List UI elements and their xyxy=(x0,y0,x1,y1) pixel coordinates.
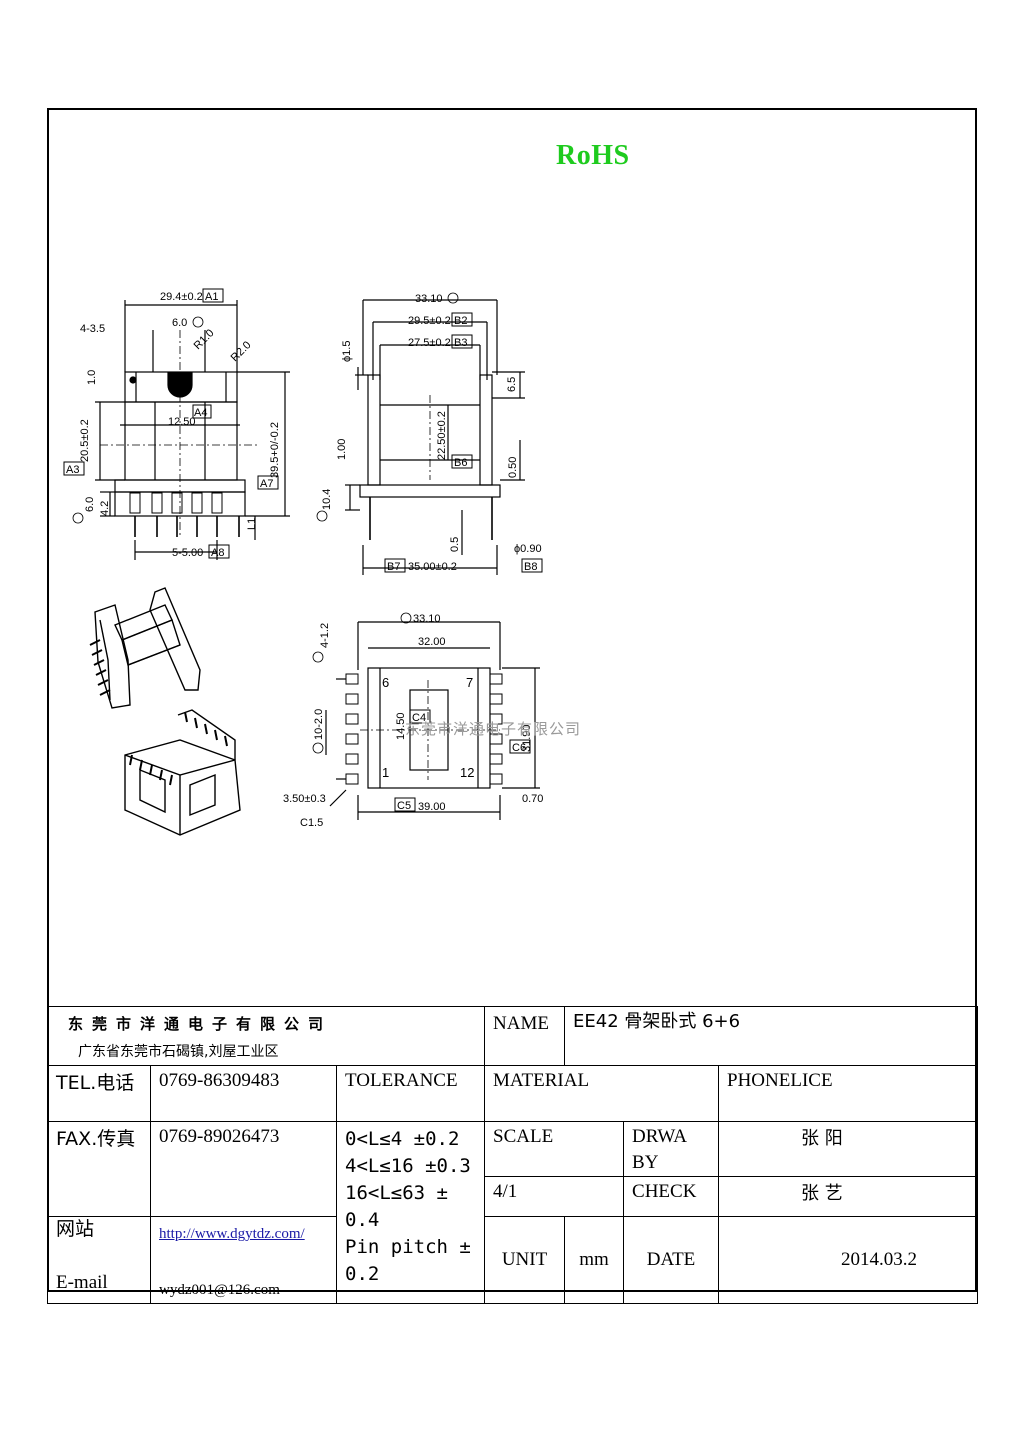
drawn-label: DRWA BY xyxy=(623,1121,720,1177)
unit-value: mm xyxy=(564,1216,625,1304)
front-view xyxy=(95,300,290,560)
check-label: CHECK xyxy=(623,1176,720,1217)
dim-c1-5: C1.5 xyxy=(300,817,323,829)
email-label: E-mail xyxy=(56,1272,108,1293)
tolerance-values: 0<L≤4 ±0.2 4<L≤16 ±0.3 16<L≤63 ± 0.4 Pin… xyxy=(335,1121,486,1304)
email-value: wydz001@126.com xyxy=(159,1282,280,1298)
dim-dia-0-90: ϕ0.90 xyxy=(514,543,542,555)
dim-12-50: 12.50 xyxy=(168,416,196,428)
dim-pin-hole: 4-3.5 xyxy=(80,323,105,335)
unit-label: UNIT xyxy=(484,1216,566,1304)
check-value: 张 艺 xyxy=(718,1176,979,1217)
datum-a8: A8 xyxy=(211,547,224,559)
company-address: 广东省东莞市石碣镇,刘屋工业区 xyxy=(78,1044,279,1060)
dim-10-4: 10.4 xyxy=(321,489,333,510)
dim-6-5: 6.5 xyxy=(506,377,518,392)
dim-0-5: 0.5 xyxy=(449,537,461,552)
dim-39-5: 39.5+0/-0.2 xyxy=(269,422,281,478)
dim-10-2-0: 10-2.0 xyxy=(313,709,325,740)
dim-0-70: 0.70 xyxy=(522,793,543,805)
company-name: 东莞市洋通电子有限公司 xyxy=(68,1015,333,1033)
datum-c5: C5 xyxy=(397,800,411,812)
dim-20-5: 20.5±0.2 xyxy=(79,419,91,462)
scale-label: SCALE xyxy=(484,1121,625,1177)
dim-l1: L1 xyxy=(246,518,258,530)
fax-label: FAX.传真 xyxy=(47,1121,151,1217)
web-label: 网站 xyxy=(56,1218,95,1240)
tel-value: 0769-86309483 xyxy=(150,1065,337,1122)
phonelice-label: PHONELICE xyxy=(718,1065,979,1122)
tol-line-1: 0<L≤4 ±0.2 xyxy=(345,1128,460,1150)
dim-27-5: 27.5±0.2 xyxy=(408,337,451,349)
material-label: MATERIAL xyxy=(484,1065,720,1122)
dim-r1: R1.0 xyxy=(192,327,217,352)
dim-4-2: 4.2 xyxy=(99,501,111,516)
dim-6-0: 6.0 xyxy=(84,497,96,512)
tel-label: TEL.电话 xyxy=(47,1065,151,1122)
rohs-label: RoHS xyxy=(556,140,630,171)
dim-4-1-2: 4-1.2 xyxy=(319,623,331,648)
datum-b6: B6 xyxy=(454,457,467,469)
pin-7: 7 xyxy=(466,675,473,690)
datum-b2: B2 xyxy=(454,315,467,327)
dim-14-50: 14.50 xyxy=(395,712,407,740)
datum-b7: B7 xyxy=(387,561,400,573)
tol-line-5: Pin pitch ± xyxy=(345,1236,471,1258)
pin-1: 1 xyxy=(382,765,389,780)
website-link[interactable]: http://www.dgytdz.com/ xyxy=(159,1226,305,1242)
tol-line-6: 0.2 xyxy=(345,1263,380,1285)
datum-a7: A7 xyxy=(260,478,273,490)
dim-1-00: 1.00 xyxy=(336,439,348,460)
dim-32-00: 32.00 xyxy=(418,636,446,648)
drawn-value: 张 阳 xyxy=(718,1121,979,1177)
fax-value: 0769-89026473 xyxy=(150,1121,337,1217)
tol-line-3: 16<L≤63 ± xyxy=(345,1182,448,1204)
dim-3-50: 3.50±0.3 xyxy=(283,793,326,805)
tol-line-2: 4<L≤16 ±0.3 xyxy=(345,1155,471,1177)
date-value: 2014.03.2 xyxy=(718,1216,979,1304)
web-email-values: http://www.dgytdz.com/ wydz001@126.com xyxy=(150,1216,337,1304)
pin-6: 6 xyxy=(382,675,389,690)
dim-slot: 6.0 xyxy=(172,317,187,329)
date-label: DATE xyxy=(623,1216,720,1304)
datum-a1: A1 xyxy=(205,291,218,303)
dim-22-50: 22.50±0.2 xyxy=(436,411,448,460)
dim-29-5: 29.5±0.2 xyxy=(408,315,451,327)
dim-pin-pitch: 5-5.00 xyxy=(172,547,203,559)
company-cell: 东莞市洋通电子有限公司 广东省东莞市石碣镇,刘屋工业区 xyxy=(46,1006,486,1066)
iso-view-bottom xyxy=(124,709,241,836)
pin-12: 12 xyxy=(460,765,474,780)
watermark-text: 东莞市洋通电子有限公司 xyxy=(405,720,582,738)
iso-view-top xyxy=(89,587,201,709)
datum-b3: B3 xyxy=(454,337,467,349)
name-label: NAME xyxy=(484,1006,566,1066)
datum-a3: A3 xyxy=(66,464,79,476)
name-value: EE42 骨架卧式 6+6 xyxy=(564,1006,979,1066)
datum-a4: A4 xyxy=(194,407,207,419)
datum-b8: B8 xyxy=(524,561,537,573)
dim-31-90: 31.90 xyxy=(521,724,533,752)
part-name: EE42 骨架卧式 6+6 xyxy=(573,1011,741,1032)
web-email-labels: 网站 E-mail xyxy=(47,1216,151,1304)
title-block: 东莞市洋通电子有限公司 广东省东莞市石碣镇,刘屋工业区 NAME EE42 骨架… xyxy=(46,1006,979,1304)
datum-c6: C6 xyxy=(512,742,526,754)
tolerance-label: TOLERANCE xyxy=(335,1065,486,1122)
dim-1-0: 1.0 xyxy=(86,370,98,385)
dim-39-00: 39.00 xyxy=(418,801,446,813)
dim-35-00: 35.00±0.2 xyxy=(408,561,457,573)
bottom-view xyxy=(325,621,540,820)
datum-c4: C4 xyxy=(412,712,426,724)
dim-r2: R2.0 xyxy=(229,339,254,364)
dim-dia-1-5: ϕ1.5 xyxy=(341,341,353,362)
dim-front-width: 29.4±0.2 xyxy=(160,291,203,303)
tol-line-4: 0.4 xyxy=(345,1209,380,1231)
dim-0-50: 0.50 xyxy=(507,457,519,478)
side-view xyxy=(345,299,525,575)
dim-bottom-33-10: 33.10 xyxy=(413,613,441,625)
dim-side-33-10: 33.10 xyxy=(415,293,443,305)
scale-value: 4/1 xyxy=(484,1176,625,1217)
